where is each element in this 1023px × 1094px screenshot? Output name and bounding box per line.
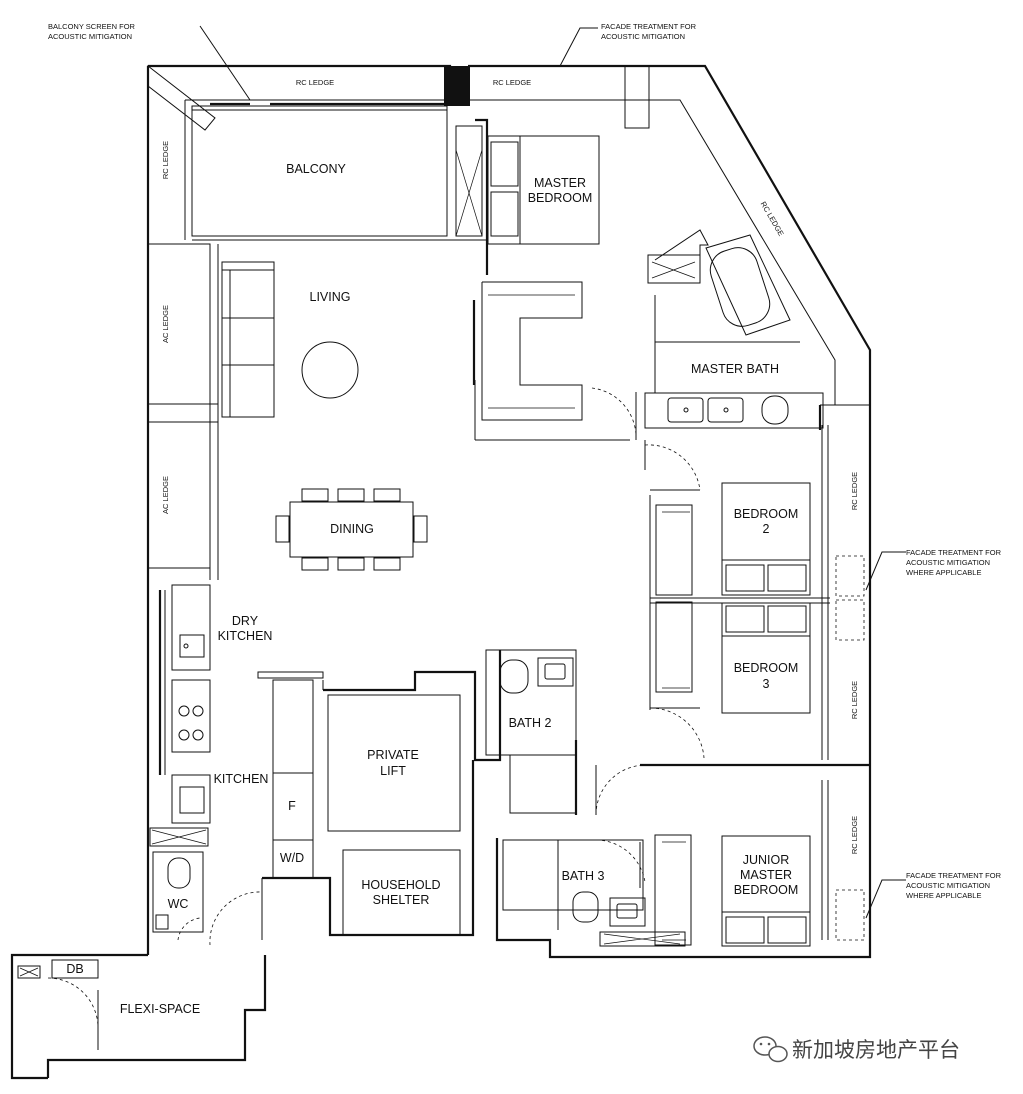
callout-facade-mid-line1: FACADE TREATMENT FOR: [906, 548, 1002, 557]
label-db: DB: [66, 962, 83, 976]
callout-facade-top-line1: FACADE TREATMENT FOR: [601, 22, 697, 31]
callout-leaders: [199, 25, 906, 919]
callout-balcony-screen-line2: ACOUSTIC MITIGATION: [48, 32, 132, 41]
callout-facade-mid-line3: WHERE APPLICABLE: [906, 568, 981, 577]
kitchen-area: [158, 584, 324, 879]
label-household-shelter-line2: SHELTER: [373, 893, 430, 907]
label-dining: DINING: [330, 522, 374, 536]
label-bedroom-2-line2: 2: [763, 522, 770, 536]
label-flexi-space: FLEXI-SPACE: [120, 1002, 200, 1016]
bedrooms-2-3: [640, 425, 870, 767]
watermark-text: 新加坡房地产平台: [792, 1038, 960, 1062]
balcony-area: [147, 64, 650, 241]
label-rc-ledge-top-left: RC LEDGE: [296, 78, 334, 87]
label-balcony: BALCONY: [286, 162, 346, 176]
label-ac-ledge-2: AC LEDGE: [161, 476, 170, 514]
callout-labels: BALCONY SCREEN FOR ACOUSTIC MITIGATION F…: [48, 22, 1002, 900]
label-kitchen: KITCHEN: [214, 772, 269, 786]
label-washer-dryer: W/D: [280, 851, 304, 865]
label-rc-ledge-right-3: RC LEDGE: [850, 816, 859, 854]
label-rc-ledge-top-right: RC LEDGE: [493, 78, 531, 87]
label-household-shelter-line1: HOUSEHOLD: [361, 878, 440, 892]
bath-3-junior-area: [502, 780, 865, 947]
label-master-bedroom-line2: BEDROOM: [528, 191, 593, 205]
label-bedroom-3-line2: 3: [763, 677, 770, 691]
label-bedroom-2-line1: BEDROOM: [734, 507, 799, 521]
living-dining-area: [221, 261, 428, 571]
bath-2-area: [485, 649, 646, 816]
callout-facade-low-line3: WHERE APPLICABLE: [906, 891, 981, 900]
ledge-labels: RC LEDGE RC LEDGE RC LEDGE AC LEDGE AC L…: [161, 78, 859, 854]
callout-balcony-screen-line1: BALCONY SCREEN FOR: [48, 22, 136, 31]
label-rc-ledge-right-1: RC LEDGE: [850, 472, 859, 510]
label-living: LIVING: [310, 290, 351, 304]
label-junior-line2: MASTER: [740, 868, 792, 882]
wc-flexi-area: [17, 827, 263, 1050]
label-ac-ledge-1: AC LEDGE: [161, 305, 170, 343]
wechat-icon: [753, 1036, 788, 1063]
label-master-bath: MASTER BATH: [691, 362, 779, 376]
label-dry-kitchen-line2: KITCHEN: [218, 629, 273, 643]
label-rc-ledge-right-2: RC LEDGE: [850, 681, 859, 719]
label-master-bedroom-line1: MASTER: [534, 176, 586, 190]
label-bedroom-3-line1: BEDROOM: [734, 661, 799, 675]
outer-walls: [10, 64, 872, 1080]
label-rc-ledge-diagonal: RC LEDGE: [759, 200, 786, 238]
callout-facade-top-line2: ACOUSTIC MITIGATION: [601, 32, 685, 41]
master-bedroom-area: [455, 118, 637, 441]
label-wc: WC: [168, 897, 189, 911]
label-private-lift-line2: LIFT: [380, 764, 406, 778]
label-fridge: F: [288, 799, 296, 813]
lift-shelter-area: [261, 650, 502, 940]
label-private-lift-line1: PRIVATE: [367, 748, 419, 762]
master-bath-area: [644, 229, 824, 430]
label-dry-kitchen-line1: DRY: [232, 614, 259, 628]
label-bath-3: BATH 3: [562, 869, 605, 883]
room-labels: BALCONY MASTER BEDROOM LIVING MASTER BAT…: [66, 162, 798, 1016]
label-bath-2: BATH 2: [509, 716, 552, 730]
label-junior-line3: BEDROOM: [734, 883, 799, 897]
callout-facade-low-line2: ACOUSTIC MITIGATION: [906, 881, 990, 890]
callout-facade-low-line1: FACADE TREATMENT FOR: [906, 871, 1002, 880]
label-junior-line1: JUNIOR: [743, 853, 790, 867]
callout-facade-mid-line2: ACOUSTIC MITIGATION: [906, 558, 990, 567]
label-rc-ledge-left: RC LEDGE: [161, 141, 170, 179]
ac-ledges: [147, 243, 219, 580]
watermark: 新加坡房地产平台: [753, 1036, 960, 1063]
